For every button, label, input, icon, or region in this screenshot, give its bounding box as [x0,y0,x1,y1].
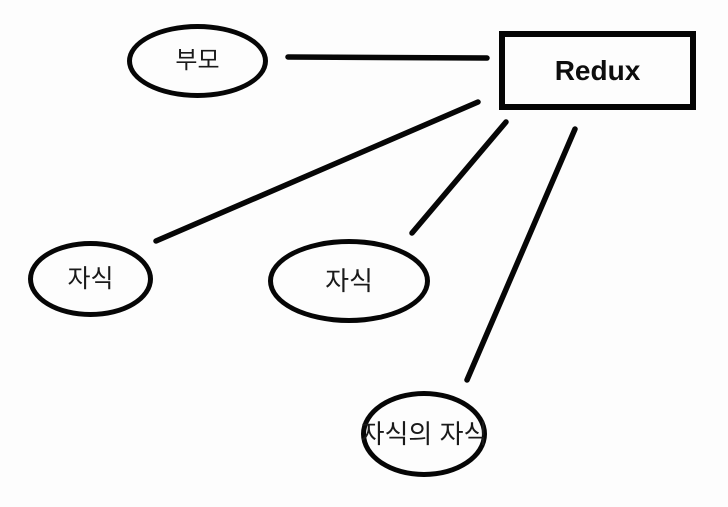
node-parent-label: 부모 [175,47,220,74]
node-grandchild-label: 자식의 자식 [360,419,488,449]
edge-redux-to-grandchild [464,126,578,383]
node-grandchild-ellipse: 자식의 자식 [361,391,487,477]
node-redux-label: Redux [554,54,641,86]
node-child-middle-label: 자식 [325,266,373,296]
edge-redux-to-child-middle [409,119,509,236]
node-child-middle-ellipse: 자식 [268,239,430,323]
node-child-left-ellipse: 자식 [28,241,153,317]
node-child-left-label: 자식 [67,264,114,293]
node-redux-box: Redux [499,31,696,110]
node-parent-ellipse: 부모 [127,24,268,98]
edge-parent-to-redux [285,54,490,61]
edge-redux-to-child-left [153,99,481,244]
